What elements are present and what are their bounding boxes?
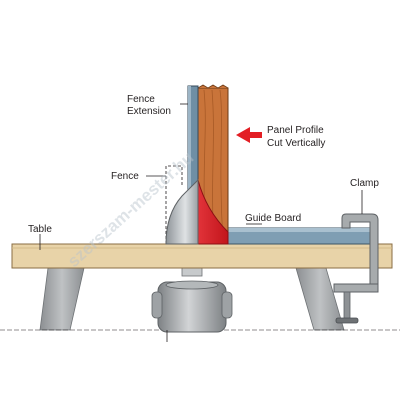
router-motor-left-knob: [151, 291, 163, 319]
router-motor: [157, 281, 227, 333]
clamp-screw: [343, 291, 351, 321]
fence-extension-highlight: [188, 86, 191, 244]
panel-profile-label-line2: Cut Vertically: [267, 138, 325, 149]
clamp-lower-jaw: [333, 283, 379, 293]
fence-outline: [165, 165, 183, 244]
clamp-handle: [335, 317, 359, 324]
panel-profile-label-line1: Panel Profile: [267, 125, 324, 136]
fence-extension-label-line2: Extension: [127, 106, 171, 117]
fence-extension-label-line1: Fence: [127, 94, 155, 105]
guide-board-label: Guide Board: [245, 213, 301, 224]
clamp-label: Clamp: [350, 178, 379, 189]
router-motor-right-knob: [221, 291, 233, 319]
table-leg-left: [39, 267, 85, 331]
table-label: Table: [28, 224, 52, 235]
red-arrow-icon: [236, 127, 262, 143]
panel-board-top-edge: [197, 84, 229, 89]
fence-label: Fence: [111, 171, 139, 182]
bit-bearing: [165, 178, 199, 245]
guide-board-top-face: [228, 228, 376, 232]
router-motor-top: [165, 280, 219, 290]
